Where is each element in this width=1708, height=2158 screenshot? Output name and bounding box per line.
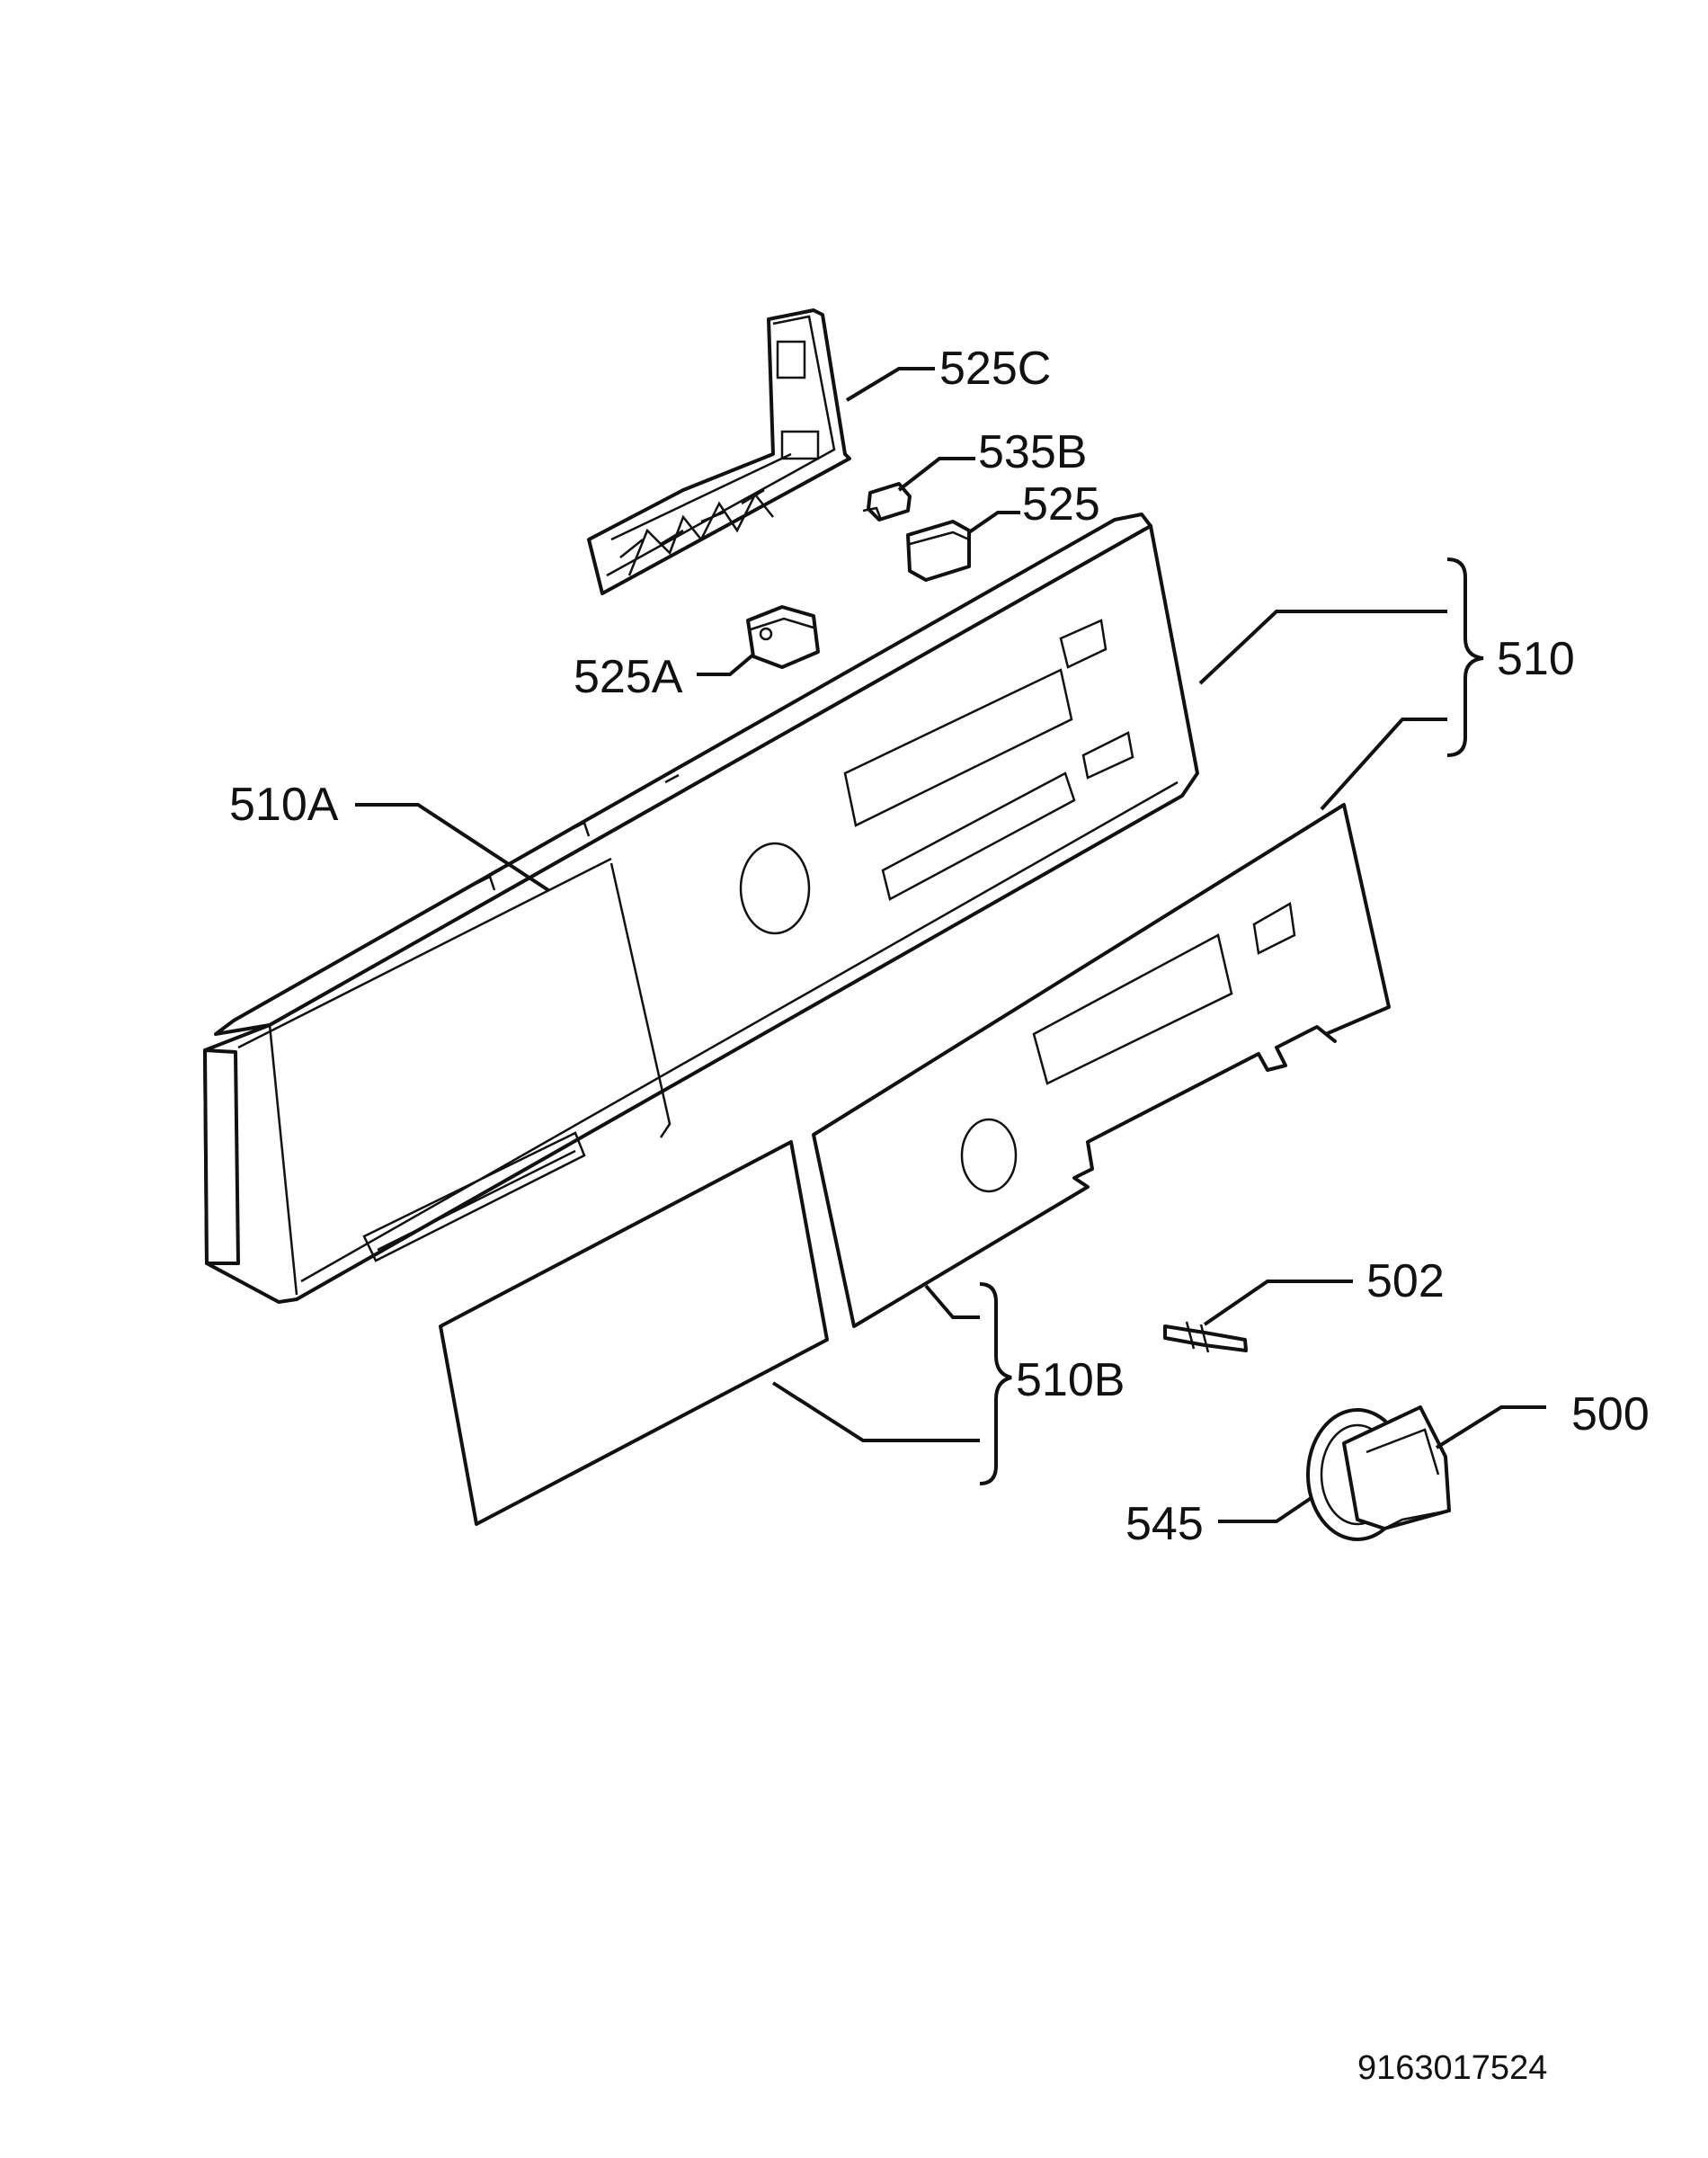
- label-510B: 510B: [1016, 1354, 1125, 1406]
- part-labels: 525C 535B 525 510 525A 510A 502 510B 500…: [229, 343, 1650, 2087]
- label-510A: 510A: [229, 779, 339, 831]
- label-525A: 525A: [574, 651, 683, 703]
- label-525: 525: [1022, 478, 1100, 531]
- label-545: 545: [1125, 1498, 1204, 1550]
- label-502: 502: [1366, 1255, 1445, 1307]
- part-525C-bracket: [587, 308, 851, 595]
- label-525C: 525C: [939, 343, 1051, 395]
- part-525-button: [906, 520, 971, 582]
- label-500: 500: [1571, 1388, 1650, 1440]
- part-535B-clip: [862, 482, 912, 522]
- part-510-control-panel: [203, 513, 1199, 1304]
- part-502-pin: [1163, 1321, 1248, 1353]
- leader-lines: [355, 367, 1546, 1523]
- part-510B-decal-right: [812, 803, 1391, 1328]
- part-510B-decal-left: [439, 1140, 829, 1526]
- label-510: 510: [1497, 633, 1575, 685]
- label-535B: 535B: [978, 426, 1087, 478]
- document-number: 9163017524: [1357, 2049, 1547, 2087]
- part-525A-button: [746, 605, 820, 669]
- part-500-knob: [1306, 1405, 1451, 1541]
